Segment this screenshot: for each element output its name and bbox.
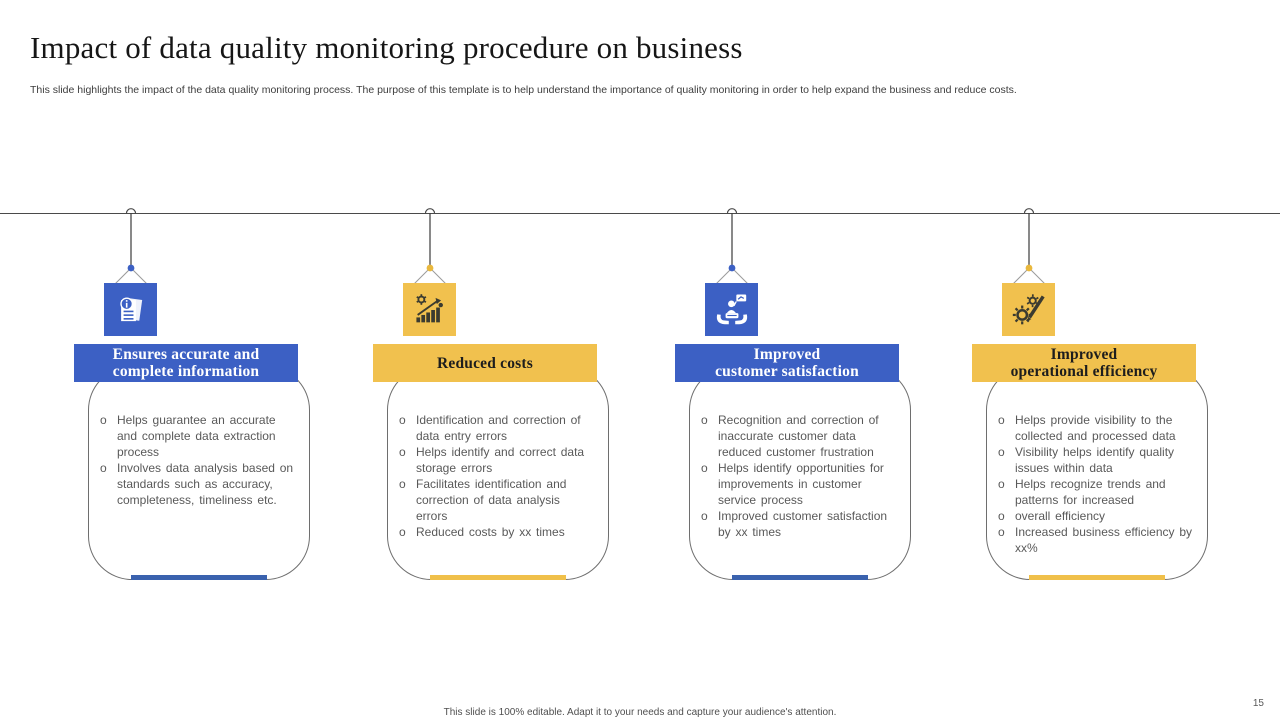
column-ensures-accurate-information: Ensures accurate and complete informatio… (0, 0, 320, 640)
banner-line: Reduced costs (436, 354, 534, 372)
column-title-banner: Reduced costs (373, 344, 597, 382)
bullet-list: Identification and correction of data en… (399, 412, 595, 540)
banner-line: Improved (753, 346, 821, 363)
cost-reduction-chart-icon (403, 283, 456, 336)
banner-line: operational efficiency (1010, 363, 1158, 380)
hanger-connector (1011, 208, 1047, 286)
card-accent-bar (430, 575, 566, 580)
editable-note: This slide is 100% editable. Adapt it to… (443, 707, 837, 718)
bullet-item: Helps guarantee an accurate and complete… (100, 412, 296, 460)
banner-line: Ensures accurate and (112, 346, 260, 363)
banner-line: customer satisfaction (715, 363, 859, 380)
bullet-item: Improved customer satisfaction by xx tim… (701, 508, 897, 540)
bullet-list: Helps provide visibility to the collecte… (998, 412, 1194, 556)
card-accent-bar (732, 575, 868, 580)
bullet-item: Helps provide visibility to the collecte… (998, 412, 1194, 444)
page-title: Impact of data quality monitoring proced… (30, 30, 743, 65)
hanging-rail-line (0, 213, 1280, 214)
banner-line: complete information (112, 363, 260, 380)
bullet-item: Reduced costs by xx times (399, 524, 595, 540)
column-title-banner: Ensures accurate and complete informatio… (74, 344, 298, 382)
hanger-connector (714, 208, 750, 286)
document-info-icon (104, 283, 157, 336)
bullet-list: Helps guarantee an accurate and complete… (100, 412, 296, 508)
bullet-item: Recognition and correction of inaccurate… (701, 412, 897, 460)
bullet-item: Helps recognize trends and patterns for … (998, 476, 1194, 508)
bullet-item: overall efficiency (998, 508, 1194, 524)
column-title-banner: Improved customer satisfaction (675, 344, 899, 382)
bullet-item: Identification and correction of data en… (399, 412, 595, 444)
bullet-item: Helps identify and correct data storage … (399, 444, 595, 476)
bullet-list: Recognition and correction of inaccurate… (701, 412, 897, 540)
page-subtitle: This slide highlights the impact of the … (30, 84, 1017, 96)
column-improved-operational-efficiency: Improved operational efficiency Helps pr… (898, 0, 1218, 640)
bullet-item: Facilitates identification and correctio… (399, 476, 595, 524)
column-reduced-costs: Reduced costs Identification and correct… (299, 0, 619, 640)
gears-efficiency-icon (1002, 283, 1055, 336)
banner-line: Improved (1050, 346, 1118, 363)
hanger-connector (412, 208, 448, 286)
customer-satisfaction-hands-icon (705, 283, 758, 336)
card-accent-bar (131, 575, 267, 580)
page-number: 15 (1252, 698, 1264, 709)
bullet-item: Increased business efficiency by xx% (998, 524, 1194, 556)
bullet-item: Visibility helps identify quality issues… (998, 444, 1194, 476)
column-improved-customer-satisfaction: Improved customer satisfaction Recogniti… (601, 0, 921, 640)
hanger-connector (113, 208, 149, 286)
column-title-banner: Improved operational efficiency (972, 344, 1196, 382)
bullet-item: Involves data analysis based on standard… (100, 460, 296, 508)
bullet-item: Helps identify opportunities for improve… (701, 460, 897, 508)
card-accent-bar (1029, 575, 1165, 580)
